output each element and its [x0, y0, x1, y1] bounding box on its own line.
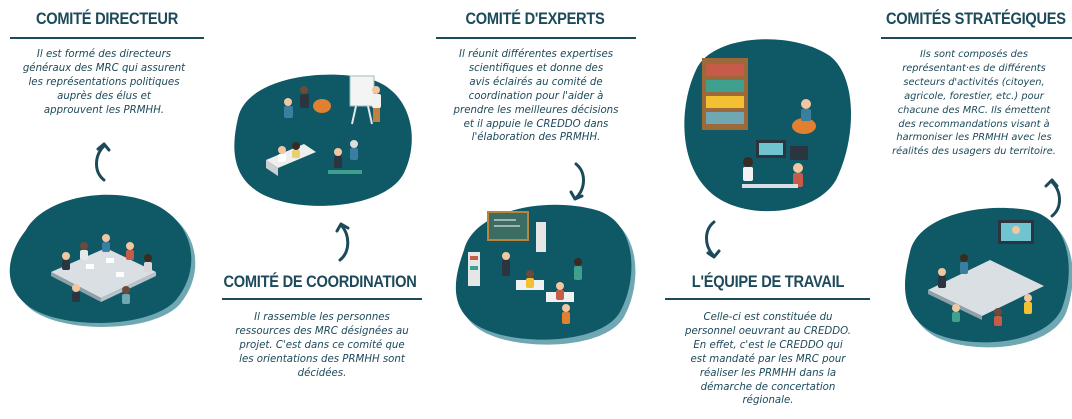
description-comite-directeur: Il est formé des directeurs généraux des… — [4, 48, 204, 118]
title-underline — [881, 37, 1072, 39]
video-screen — [998, 220, 1034, 244]
description-line: secteurs d'activités (citoyen, — [903, 76, 1045, 88]
reader — [792, 99, 816, 134]
description-line: Il rassemble les personnes — [254, 312, 390, 323]
description-line: les orientations des PRMHH sont — [239, 353, 405, 365]
lounge-sofa — [266, 142, 316, 176]
description-equipe-travail: Celle-ci est constituée du personnel oeu… — [664, 311, 872, 408]
description-line: régionale. — [742, 395, 794, 407]
videoconference-illustration — [904, 207, 1072, 348]
description-line: Il est formé des directeurs — [36, 49, 172, 60]
description-line: représentant·es de différents — [902, 62, 1046, 74]
description-line: avis éclairés au comité de — [469, 76, 603, 88]
description-line: coordination pour l'aider à — [468, 90, 604, 102]
description-line: Il réunit différentes expertises — [458, 49, 614, 60]
description-line: ressources des MRC désignées au — [235, 325, 409, 337]
arrow-down-icon — [569, 162, 585, 201]
description-line: l'élaboration des PRMHH. — [471, 132, 601, 144]
description-comites-strategiques: Ils sont composés des représentant·es de… — [876, 48, 1072, 159]
description-line: les représentations politiques — [28, 76, 180, 88]
title-comite-directeur: COMITÉ DIRECTEUR — [35, 9, 179, 28]
description-line: projet. C'est dans ce comité que — [239, 339, 405, 351]
description-line: En effet, c'est le CREDDO qui — [693, 339, 843, 351]
title-underline — [10, 37, 204, 39]
arrow-up-icon — [95, 142, 111, 182]
conference-participants — [938, 254, 1032, 326]
bookshelves — [468, 222, 546, 286]
description-line: réaliser les PRMHH dans la — [699, 367, 837, 379]
title-comites-strategiques: COMITÉS STRATÉGIQUES — [886, 9, 1066, 28]
description-line: est mandaté par les MRC pour — [690, 353, 846, 365]
arrow-down-icon — [705, 220, 721, 259]
title-underline — [665, 298, 870, 300]
description-line: chacune des MRC. Ils émettent — [897, 104, 1051, 116]
description-line: et il appuie le CREDDO dans — [463, 118, 609, 130]
arrow-up-icon — [335, 222, 350, 262]
description-comite-experts: Il réunit différentes expertises scienti… — [434, 48, 638, 145]
description-line: décidées. — [297, 367, 347, 379]
blackboard — [487, 211, 529, 241]
description-comite-coordination: Il rassemble les personnes ressources de… — [220, 311, 424, 381]
meeting-chairs — [328, 140, 362, 174]
title-comite-coordination: COMITÉ DE COORDINATION — [223, 272, 417, 291]
title-equipe-travail: L'ÉQUIPE DE TRAVAIL — [691, 272, 845, 291]
description-line: démarche de concertation — [700, 381, 836, 393]
presenters — [284, 86, 381, 122]
description-line: agricole, forestier, etc.) pour — [904, 90, 1044, 102]
description-line: auprès des élus et — [57, 90, 151, 102]
description-line: Ils sont composés des — [920, 49, 1028, 60]
experts-classroom-illustration — [455, 204, 636, 345]
description-line: généraux des MRC qui assurent — [22, 62, 186, 74]
description-line: Celle-ci est constituée du — [703, 312, 833, 323]
meeting-participants — [62, 234, 152, 304]
description-line: approuvent les PRMHH. — [43, 104, 165, 116]
workstations — [742, 140, 808, 188]
description-line: harmoniser les PRMHH avec les — [896, 132, 1052, 144]
description-line: des recommandations visant à — [898, 118, 1050, 130]
team-meeting-illustration — [9, 194, 196, 327]
description-line: réalités des usagers du territoire. — [892, 146, 1056, 158]
description-line: personnel oeuvrant au CREDDO. — [685, 325, 851, 337]
title-underline — [222, 298, 422, 300]
library-office-illustration — [684, 39, 852, 212]
description-line: scientifiques et donne des — [468, 62, 604, 74]
title-comite-experts: COMITÉ D'EXPERTS — [465, 9, 605, 28]
description-line: prendre les meilleures décisions — [453, 104, 619, 116]
team-presentation-illustration — [234, 74, 412, 206]
students-desks — [502, 252, 582, 324]
arrow-up-icon — [1044, 178, 1061, 218]
title-underline — [436, 37, 636, 39]
library-shelf — [702, 58, 748, 130]
